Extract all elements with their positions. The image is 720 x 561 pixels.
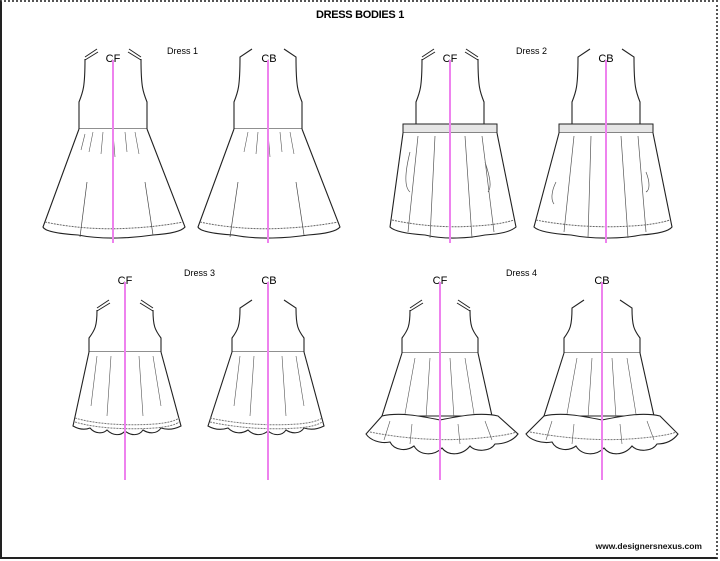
dress-3-back (207, 299, 325, 436)
dress-3-label: Dress 3 (184, 268, 216, 278)
dress-1-cf-label: CF (105, 53, 121, 65)
website-credit: www.designersnexus.com (595, 541, 702, 551)
dress-1-cb-label: CB (261, 53, 277, 65)
dress-1-label: Dress 1 (167, 46, 199, 56)
dress-2-cf-label: CF (442, 53, 458, 65)
dress-2-cb-label: CB (598, 53, 614, 65)
dress-4-front (365, 299, 519, 455)
dress-2-front (389, 48, 517, 239)
page-title: DRESS BODIES 1 (315, 9, 405, 21)
dress-3-cf-label: CF (117, 275, 133, 287)
dress-3-front (72, 299, 182, 436)
dress-4-label: Dress 4 (506, 268, 538, 278)
dress-4-cf-label: CF (432, 275, 448, 287)
dress-4-cb-label: CB (594, 275, 610, 287)
center-lines (112, 60, 607, 480)
dress-2-back (533, 48, 673, 239)
dress-3-cb-label: CB (261, 275, 277, 287)
dress-2-label: Dress 2 (516, 46, 548, 56)
